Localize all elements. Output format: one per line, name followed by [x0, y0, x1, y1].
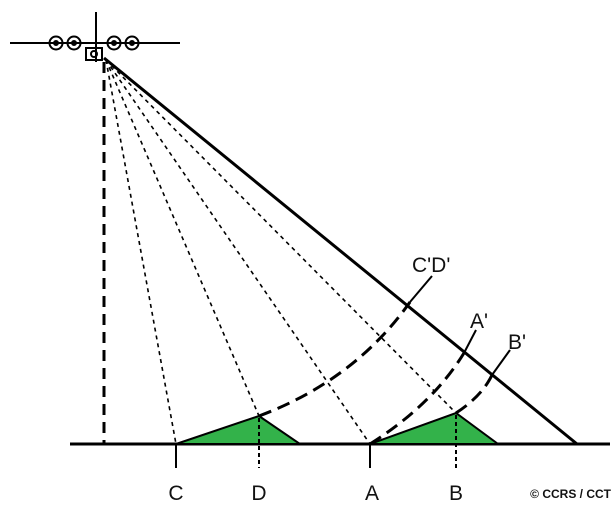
credit-text: © CCRS / CCT — [530, 487, 612, 501]
terrain-feature-cd — [175, 414, 304, 445]
airplane-radar-icon — [10, 12, 180, 62]
slant-range-line — [103, 56, 578, 446]
image-label-b: B' — [508, 331, 526, 354]
image-label-cd: C'D' — [412, 254, 450, 277]
point-label-d: D — [251, 482, 266, 505]
image-label-a: A' — [470, 310, 488, 333]
point-label-a: A — [365, 482, 379, 505]
terrain-feature-ab — [369, 411, 502, 445]
point-label-b: B — [449, 482, 463, 505]
label-leaders — [409, 275, 511, 376]
label-ticks — [175, 415, 457, 468]
range-arcs — [258, 301, 494, 446]
point-label-c: C — [168, 482, 183, 505]
radar-rays — [105, 59, 457, 445]
